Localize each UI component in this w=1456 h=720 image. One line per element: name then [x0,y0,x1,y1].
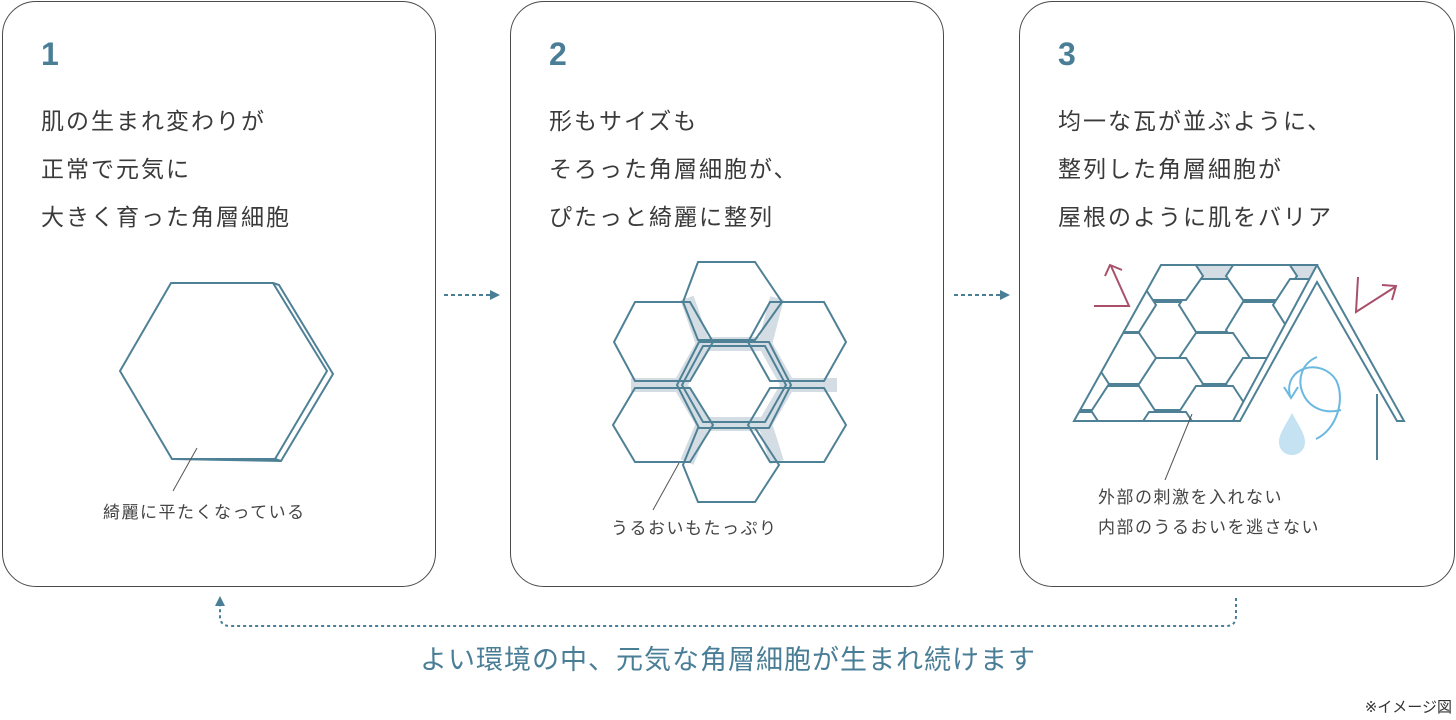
step-number: 3 [1058,36,1076,72]
cycle-text: よい環境の中、元気な角層細胞が生まれ続けます [420,645,1036,676]
step-card-2: 2 形もサイズも そろった角層細胞が、 ぴたっと綺麗に整列 [510,1,944,587]
cycle-loop-arrow-icon [215,596,1237,627]
step-title: 均一な瓦が並ぶように、 整列した角層細胞が 屋根のように肌をバリア [1058,109,1333,231]
step-title: 肌の生まれ変わりが 正常で元気に 大きく育った角層細胞 [41,109,291,231]
step-caption: うるおいもたっぷり [611,519,778,539]
step-title: 形もサイズも そろった角層細胞が、 ぴたっと綺麗に整列 [549,109,799,231]
step-number: 1 [41,36,59,72]
step-card-3: 3 均一な瓦が並ぶように、 整列した角層細胞が 屋根のように肌をバリア [1019,1,1455,587]
step-caption: 綺麗に平たくなっている [103,503,306,523]
step-caption: 外部の刺激を入れない 内部のうるおいを逃さない [1098,488,1320,538]
image-note: ※イメージ図 [1364,698,1452,716]
dotted-arrow-icon [444,290,500,300]
irritant-arrow-icon [1094,263,1398,314]
water-drop-icon [1279,413,1305,455]
hexagon-cell-icon [118,282,335,492]
honeycomb-icon [611,261,848,511]
roof-barrier-icon [1072,263,1406,481]
dotted-arrow-icon [954,290,1010,300]
cycle-arrow-icon [1299,356,1342,413]
step-card-1: 1 肌の生まれ変わりが 正常で元気に 大きく育った角層細胞 綺麗に平たくなってい… [2,1,436,587]
step-number: 2 [549,36,567,72]
